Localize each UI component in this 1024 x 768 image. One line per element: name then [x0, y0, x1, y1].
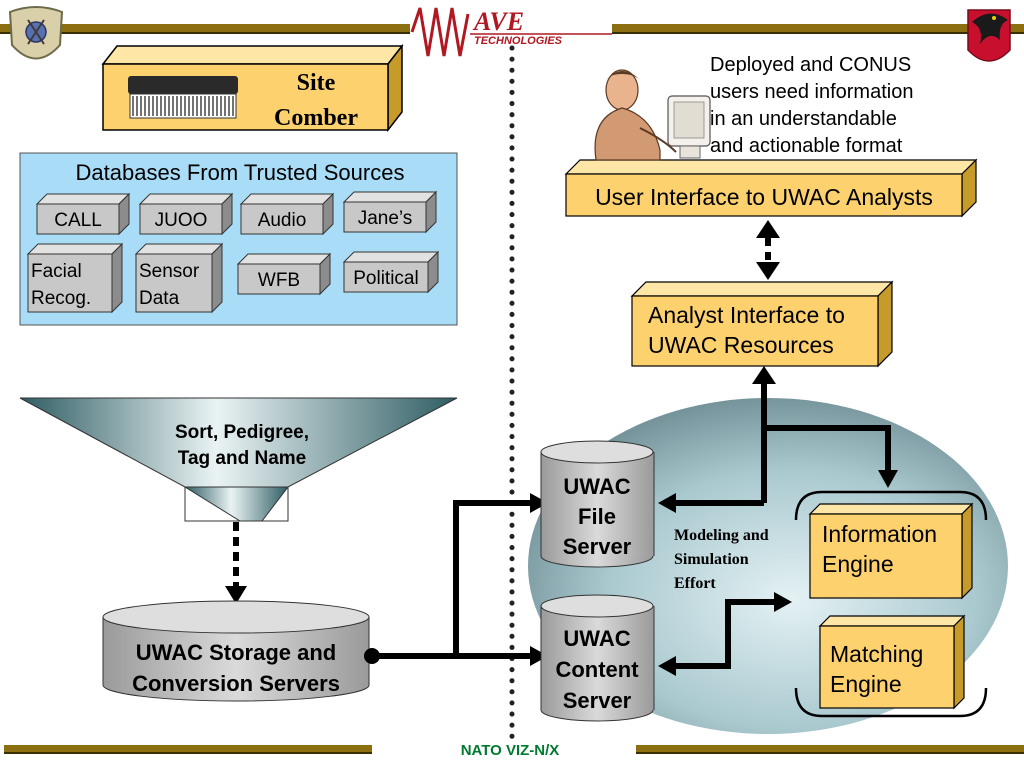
database-label: Sensor: [139, 261, 200, 282]
database-label: CALL: [54, 210, 102, 231]
footer-bar-right: [636, 745, 1024, 752]
matching-engine-line1: Matching: [830, 641, 923, 667]
modeling-line2: Simulation: [674, 551, 749, 568]
analyst-person-icon: [594, 69, 711, 161]
modeling-line1: Modeling and: [674, 527, 769, 544]
callout-line1: Deployed and CONUS: [710, 54, 911, 76]
logo-text-bottom: TECHNOLOGIES: [474, 35, 563, 47]
funnel-line1: Sort, Pedigree,: [175, 422, 309, 443]
database-label: Data: [139, 288, 180, 309]
file-server-line1: UWAC: [563, 474, 630, 499]
wave-technologies-logo: AVE TECHNOLOGIES: [410, 7, 612, 57]
matching-engine-box: Matching Engine: [818, 614, 966, 710]
database-label: Jane’s: [358, 208, 413, 229]
callout-line3: in an understandable: [710, 108, 897, 130]
info-engine-line2: Engine: [822, 551, 894, 577]
user-interface-box: User Interface to UWAC Analysts: [564, 158, 978, 218]
header-bar-left-shadow: [0, 32, 410, 34]
footer-bar-left: [4, 745, 372, 752]
footer-label: NATO VIZ-N/X: [461, 742, 560, 759]
barcode-icon: [128, 76, 238, 119]
army-emblem-icon: [8, 6, 64, 60]
callout-text: Deployed and CONUS users need informatio…: [710, 54, 913, 157]
footer-bar-left-shadow: [4, 752, 372, 754]
user-interface-label: User Interface to UWAC Analysts: [595, 184, 933, 210]
arrowhead-storage: [225, 586, 247, 604]
matching-engine-line2: Engine: [830, 671, 902, 697]
database-box: Political: [342, 250, 440, 294]
site-comber-box: Site Comber: [101, 43, 404, 133]
database-box: Audio: [239, 192, 335, 236]
database-label: JUOO: [155, 210, 208, 231]
information-engine-box: Information Engine: [808, 502, 974, 600]
file-server-cylinder: UWAC File Server: [540, 440, 655, 568]
content-server-line1: UWAC: [563, 626, 630, 651]
callout-line4: and actionable format: [710, 135, 903, 157]
database-box: WFB: [236, 252, 332, 296]
storage-to-servers-connector: [364, 493, 548, 666]
modeling-line3: Effort: [674, 575, 716, 592]
header-bar-right-shadow: [612, 32, 1024, 34]
database-box: JUOO: [138, 192, 234, 236]
header-bar-right: [612, 24, 1024, 32]
file-server-line2: File: [578, 504, 616, 529]
eagle-emblem-icon: [967, 9, 1011, 62]
site-comber-line1: Site: [297, 70, 336, 96]
database-box: CALL: [35, 192, 131, 236]
databases-panel: Databases From Trusted Sources CALL JUOO A…: [19, 152, 458, 326]
file-server-line3: Server: [563, 534, 632, 559]
engine-bracket-bottom: [794, 687, 988, 718]
footer: NATO VIZ-N/X: [4, 742, 1024, 759]
databases-title: Databases From Trusted Sources: [76, 160, 405, 185]
database-label: Facial: [31, 261, 82, 282]
header-bar-left: [0, 24, 410, 32]
site-comber-line2: Comber: [274, 105, 358, 131]
storage-line2: Conversion Servers: [132, 671, 340, 696]
content-server-line2: Content: [555, 657, 639, 682]
database-label: Political: [353, 268, 418, 289]
content-server-cylinder: UWAC Content Server: [540, 594, 655, 722]
arrow-user-analyst: [756, 220, 780, 280]
analyst-interface-line2: UWAC Resources: [648, 332, 834, 358]
modeling-label: Modeling and Simulation Effort: [674, 527, 769, 592]
funnel-line2: Tag and Name: [178, 448, 306, 469]
callout-line2: users need information: [710, 81, 913, 103]
arrow-content-to-engines: [658, 592, 792, 676]
logo-text-top: AVE: [472, 7, 524, 36]
analyst-interface-line1: Analyst Interface to: [648, 302, 845, 328]
database-label: Audio: [258, 210, 307, 231]
footer-bar-right-shadow: [636, 752, 1024, 754]
analyst-interface-box: Analyst Interface to UWAC Resources: [630, 280, 894, 368]
storage-servers-cylinder: UWAC Storage and Conversion Servers: [102, 600, 370, 702]
header: AVE TECHNOLOGIES: [0, 6, 1024, 62]
database-box: Jane’s: [342, 190, 438, 234]
database-label: Recog.: [31, 288, 91, 309]
engine-bracket-top: [794, 490, 988, 521]
arrow-analyst-to-servers: [658, 366, 898, 513]
storage-line1: UWAC Storage and: [136, 640, 336, 665]
database-label: WFB: [258, 270, 300, 291]
info-engine-line1: Information: [822, 521, 937, 547]
sort-funnel: Sort, Pedigree, Tag and Name: [19, 397, 458, 522]
content-server-line3: Server: [563, 688, 632, 713]
